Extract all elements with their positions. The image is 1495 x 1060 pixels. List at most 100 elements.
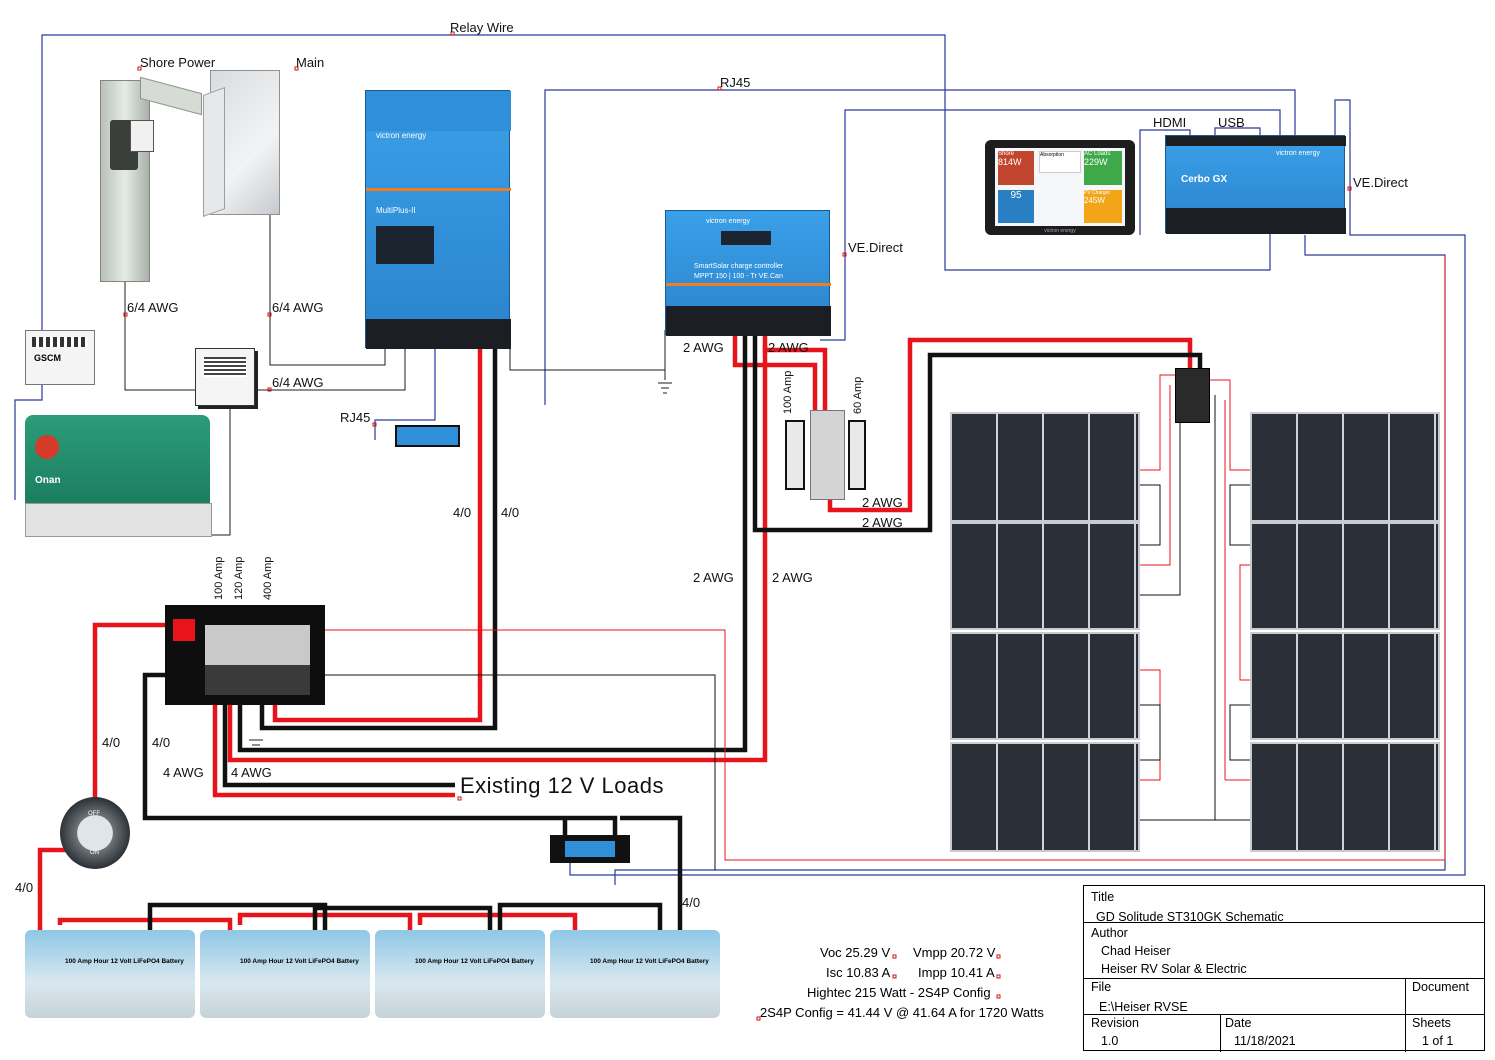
awg-2-breaker-top-label: 2 AWG [862, 495, 903, 510]
main-label: Main [296, 55, 325, 70]
rj45-bottom-label: RJ45 [340, 410, 371, 425]
relay-wire [14, 34, 1271, 500]
switch-on-label: ON [90, 850, 99, 856]
ve-direct-right-label: VE.Direct [1353, 175, 1408, 190]
gscm-label: GSCM [34, 353, 61, 363]
cable-4-0-battery-right-label: 4/0 [682, 895, 701, 910]
gx-touch-brand: victron energy [1044, 228, 1076, 234]
multiplus-inverter: victron energy MultiPlus-II [365, 90, 511, 349]
battery-1-label: 100 Amp Hour 12 Volt LiFePO4 Battery [65, 958, 184, 965]
gx-ac-loads-label: AC Loads [1084, 151, 1111, 157]
gx-absorption: Absorption [1039, 151, 1081, 173]
date-label: Date [1225, 1016, 1252, 1030]
rj45-top-wire [544, 89, 1296, 405]
gscm-module: GSCM [25, 330, 95, 385]
anchor-dots [123, 31, 1352, 1021]
signal-wires [14, 34, 1466, 885]
breaker-100-amp [785, 420, 805, 490]
breaker-enclosure [810, 410, 845, 500]
date-value: 11/18/2021 [1234, 1034, 1296, 1048]
author-name: Chad Heiser [1101, 944, 1171, 958]
usb-wire [1214, 127, 1261, 140]
spec-config: 2S4P Config = 41.44 V @ 41.64 A for 1720… [760, 1005, 1044, 1020]
transfer-switch [195, 348, 255, 406]
battery-2-label: 100 Amp Hour 12 Volt LiFePO4 Battery [240, 958, 359, 965]
panel-negative-wires [325, 395, 1255, 870]
fuse-120-label: 120 Amp [233, 556, 245, 600]
ve-direct-mppt-label: VE.Direct [848, 240, 903, 255]
author-label: Author [1091, 926, 1128, 940]
solar-panel-l3 [950, 632, 1140, 740]
shore-power-label: Shore Power [140, 55, 216, 70]
gx-soc: 95 [998, 190, 1034, 223]
gx-shore-value: 814W [998, 157, 1022, 167]
pv-combiner-block [1175, 368, 1210, 423]
revision-label: Revision [1091, 1016, 1139, 1030]
battery-2: 100 Amp Hour 12 Volt LiFePO4 Battery [200, 930, 370, 1018]
title-label: Title [1091, 890, 1115, 904]
revision-value: 1.0 [1101, 1034, 1119, 1048]
multiplus-brand: victron energy [376, 131, 427, 140]
awg-2-mid-left-label: 2 AWG [693, 570, 734, 585]
gx-touch-display: Shore 814W Absorption AC Loads 229W 95 P… [985, 140, 1135, 235]
awg-2-mid-right-label: 2 AWG [772, 570, 813, 585]
awg-6-4-bottom-label: 6/4 AWG [272, 375, 324, 390]
solar-panel-r4 [1250, 742, 1440, 852]
existing-loads-label: Existing 12 V Loads [460, 773, 664, 798]
battery-disconnect-switch[interactable]: OFF ON [60, 797, 130, 869]
mppt-brand: victron energy [706, 218, 750, 225]
spec-isc: Isc 10.83 A [826, 965, 891, 980]
battery-4: 100 Amp Hour 12 Volt LiFePO4 Battery [550, 930, 720, 1018]
cerbo-gx: victron energy Cerbo GX [1165, 135, 1346, 234]
document-label: Document [1412, 980, 1469, 994]
solar-panel-l2 [950, 522, 1140, 630]
gx-pv-value: 245W [1084, 196, 1105, 205]
cable-4-0-bus-a-label: 4/0 [102, 735, 121, 750]
awg-6-4-mid-label: 6/4 AWG [272, 300, 324, 315]
multiplus-model: MultiPlus-II [376, 206, 416, 215]
mppt-model: SmartSolar charge controller [694, 263, 784, 270]
ve-direct-mppt-wire [820, 109, 1281, 341]
relay-wire-label: Relay Wire [450, 20, 514, 35]
solar-panel-l1 [950, 412, 1140, 522]
cable-4-0-right-label: 4/0 [501, 505, 520, 520]
solar-panel-r1 [1250, 412, 1440, 522]
breaker-60-label: 60 Amp [852, 376, 864, 414]
awg-4-right-label: 4 AWG [231, 765, 272, 780]
battery-1: 100 Amp Hour 12 Volt LiFePO4 Battery [25, 930, 195, 1018]
hdmi-label: HDMI [1153, 115, 1187, 130]
switch-off-label: OFF [88, 811, 100, 817]
spec-vmpp: Vmpp 20.72 V [913, 945, 996, 960]
solar-panel-r2 [1250, 522, 1440, 630]
solar-panel-r3 [1250, 632, 1440, 740]
awg-2-mppt-right-label: 2 AWG [768, 340, 809, 355]
cable-4-0-battery-left-label: 4/0 [15, 880, 34, 895]
author-company: Heiser RV Solar & Electric [1101, 962, 1247, 976]
sheets-label: Sheets [1412, 1016, 1451, 1030]
spec-panel: Hightec 215 Watt - 2S4P Config [807, 985, 991, 1000]
awg-6-4-left-label: 6/4 AWG [127, 300, 179, 315]
gx-pv-label: PV Charger [1084, 190, 1111, 196]
shore-power-pedestal [100, 76, 202, 282]
title-block: Title GD Solitude ST310GK Schematic Auth… [1083, 885, 1485, 1052]
usb-label: USB [1218, 115, 1245, 130]
smart-monitor-small [395, 425, 460, 447]
gx-shore-label: Shore [998, 151, 1015, 157]
fuse-100-label: 100 Amp [213, 556, 225, 600]
mppt-solar-controller: victron energy SmartSolar charge control… [665, 210, 831, 336]
breaker-100-label: 100 Amp [782, 370, 794, 414]
ground-symbols [249, 382, 672, 746]
onan-brand-label: Onan [35, 475, 61, 486]
breaker-60-amp [848, 420, 866, 490]
battery-4-label: 100 Amp Hour 12 Volt LiFePO4 Battery [590, 958, 709, 965]
gx-ac-loads-value: 229W [1084, 157, 1108, 167]
spec-impp: Impp 10.41 A [918, 965, 995, 980]
cable-4-0-bus-b-label: 4/0 [152, 735, 171, 750]
spec-voc: Voc 25.29 V [820, 945, 891, 960]
mppt-rating: MPPT 150 | 100 - Tr VE.Can [694, 273, 783, 280]
battery-shunt [550, 835, 630, 863]
file-label: File [1091, 980, 1112, 994]
cerbo-model: Cerbo GX [1181, 174, 1228, 185]
awg-2-breaker-bottom-label: 2 AWG [862, 515, 903, 530]
